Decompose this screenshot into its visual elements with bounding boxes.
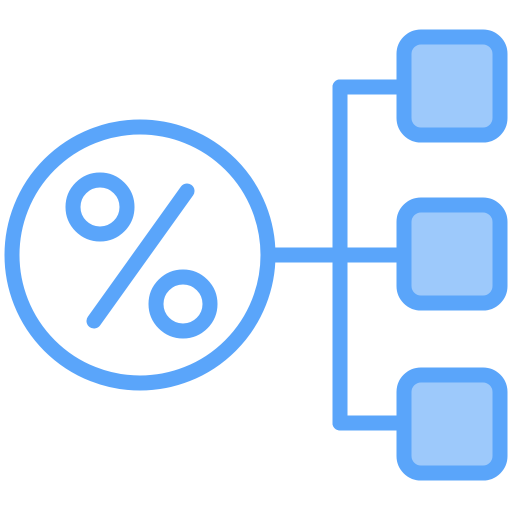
middle-box	[396, 197, 508, 311]
connector-lines	[260, 79, 418, 431]
bottom-box	[396, 367, 508, 481]
percent-slash-icon	[86, 183, 195, 329]
percent-dot-top-icon	[65, 172, 135, 242]
top-box	[396, 29, 508, 143]
percent-dot-bottom-icon	[148, 269, 218, 339]
percent-circle	[4, 119, 276, 391]
